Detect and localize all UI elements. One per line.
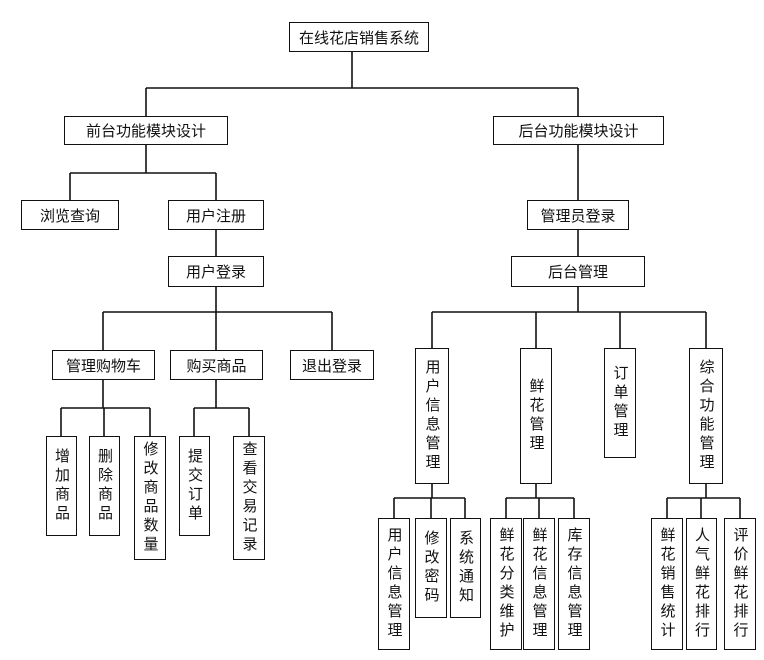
node-sales-stats: 鲜花销售统计 xyxy=(651,518,683,650)
node-root-label: 在线花店销售系统 xyxy=(298,28,419,47)
node-flower-category: 鲜花分类维护 xyxy=(490,518,522,650)
node-popular-ranking: 人气鲜花排行 xyxy=(686,518,717,650)
node-front-design: 前台功能模块设计 xyxy=(64,116,228,145)
node-cart-add-label: 增加商品 xyxy=(53,448,71,524)
node-submit-order: 提交订单 xyxy=(179,436,210,536)
node-change-password-label: 修改密码 xyxy=(422,530,441,606)
node-system-notice: 系统通知 xyxy=(450,518,481,618)
node-logout-label: 退出登录 xyxy=(301,356,362,375)
node-combined-mgmt: 综合功能管理 xyxy=(689,348,723,484)
node-stock-info-label: 库存信息管理 xyxy=(565,527,584,641)
node-cart-label: 管理购物车 xyxy=(65,356,141,375)
node-login: 用户登录 xyxy=(168,256,264,287)
node-system-notice-label: 系统通知 xyxy=(457,530,475,606)
node-admin-login: 管理员登录 xyxy=(527,200,629,230)
node-flower-mgmt: 鲜花管理 xyxy=(520,348,552,484)
node-login-label: 用户登录 xyxy=(185,263,246,281)
node-front-design-label: 前台功能模块设计 xyxy=(85,122,206,140)
node-order-mgmt-label: 订单管理 xyxy=(611,365,630,441)
node-stock-info: 库存信息管理 xyxy=(558,518,590,650)
node-user-mgmt-label: 用户信息管理 xyxy=(423,359,442,473)
node-cart-delete: 删除商品 xyxy=(89,436,120,536)
node-sales-stats-label: 鲜花销售统计 xyxy=(658,527,677,641)
node-register: 用户注册 xyxy=(168,200,264,230)
node-register-label: 用户注册 xyxy=(185,206,246,225)
node-view-transactions: 查看交易记录 xyxy=(233,436,265,560)
node-user-info-label: 用户信息管理 xyxy=(385,527,404,641)
node-change-password: 修改密码 xyxy=(415,518,447,618)
node-admin-manage: 后台管理 xyxy=(511,256,645,287)
node-popular-ranking-label: 人气鲜花排行 xyxy=(693,527,711,641)
node-root: 在线花店销售系统 xyxy=(289,22,429,52)
node-flower-mgmt-label: 鲜花管理 xyxy=(527,378,546,454)
node-back-design-label: 后台功能模块设计 xyxy=(518,122,639,140)
node-order-mgmt: 订单管理 xyxy=(604,348,636,458)
node-cart-delete-label: 删除商品 xyxy=(96,448,114,524)
node-cart-add: 增加商品 xyxy=(46,436,77,536)
node-buy: 购买商品 xyxy=(170,350,263,380)
node-cart-modify: 修改商品数量 xyxy=(134,436,166,560)
node-submit-order-label: 提交订单 xyxy=(186,448,204,524)
node-cart: 管理购物车 xyxy=(52,350,155,380)
node-back-design: 后台功能模块设计 xyxy=(493,116,664,145)
node-cart-modify-label: 修改商品数量 xyxy=(141,441,160,555)
node-logout: 退出登录 xyxy=(290,350,374,380)
node-view-transactions-label: 查看交易记录 xyxy=(240,441,259,555)
node-combined-mgmt-label: 综合功能管理 xyxy=(697,359,716,473)
node-flower-info-label: 鲜花信息管理 xyxy=(530,527,549,641)
node-admin-manage-label: 后台管理 xyxy=(547,263,608,281)
node-rating-ranking-label: 评价鲜花排行 xyxy=(731,527,750,641)
node-rating-ranking: 评价鲜花排行 xyxy=(724,518,756,650)
node-flower-info: 鲜花信息管理 xyxy=(523,518,555,650)
node-user-mgmt: 用户信息管理 xyxy=(415,348,449,484)
node-user-info: 用户信息管理 xyxy=(378,518,410,650)
node-browse-label: 浏览查询 xyxy=(39,206,100,225)
node-buy-label: 购买商品 xyxy=(186,356,247,375)
node-browse: 浏览查询 xyxy=(21,200,119,230)
node-admin-login-label: 管理员登录 xyxy=(540,206,616,225)
node-flower-category-label: 鲜花分类维护 xyxy=(497,527,516,641)
